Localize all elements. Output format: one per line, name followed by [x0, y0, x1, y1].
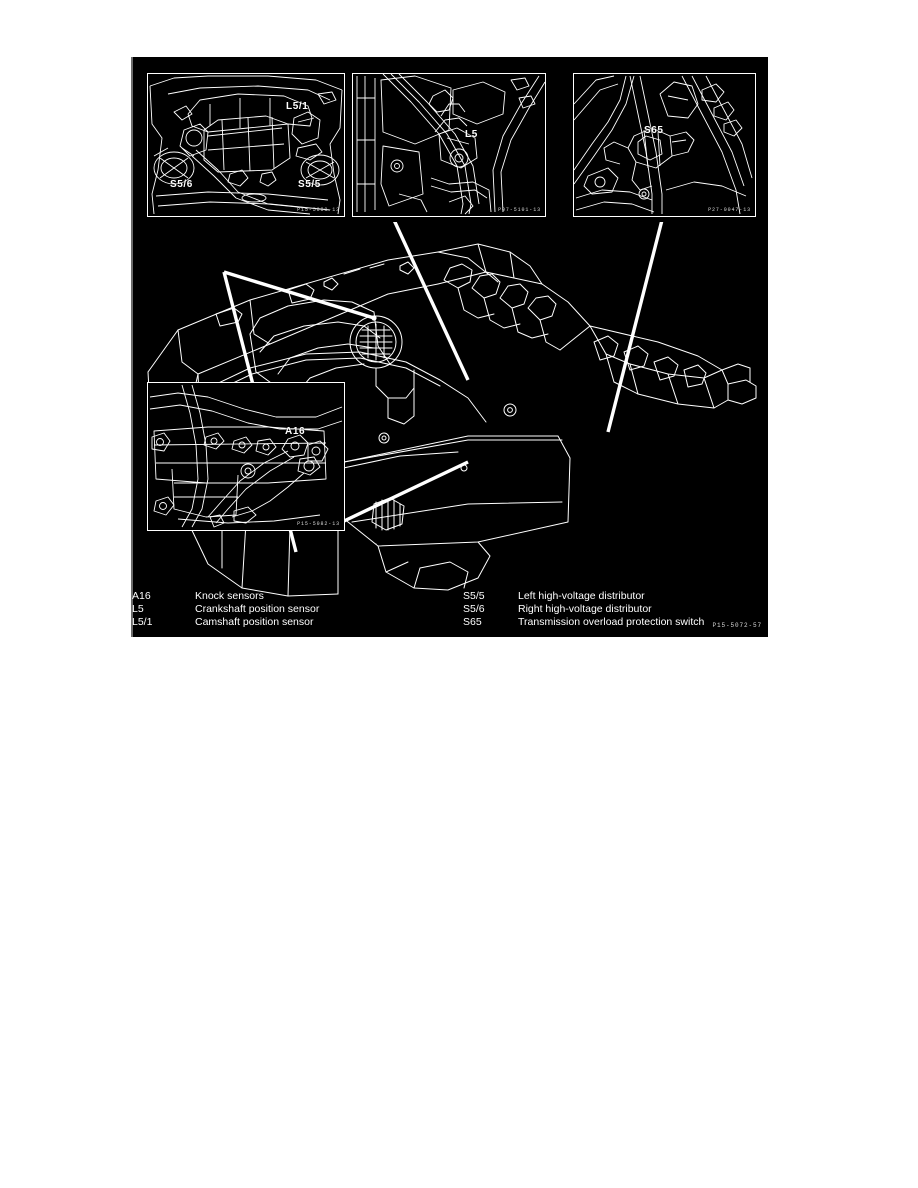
legend-description: Camshaft position sensor [195, 616, 314, 628]
inset-callout-label: L5/1 [286, 101, 309, 112]
transmission-overload-switch-illustration [574, 75, 753, 215]
inset-panel-bottom-left: A16 P15-5082-13 [147, 382, 345, 531]
legend-code: S65 [463, 616, 482, 628]
legend-row: A16 Knock sensors S5/5 Left high-voltage… [132, 589, 768, 603]
inset-callout-label: S5/6 [170, 179, 193, 190]
legend-description: Knock sensors [195, 590, 264, 602]
inset-callout-label: A16 [285, 426, 306, 437]
inset-callout-label: S5/5 [298, 179, 321, 190]
crankshaft-position-sensor-illustration [356, 74, 545, 215]
inset-callout-label: S65 [644, 125, 664, 136]
legend-code: L5/1 [132, 616, 153, 628]
legend-code: A16 [132, 590, 151, 602]
legend-description: Left high-voltage distributor [518, 590, 645, 602]
figure-left-rule [131, 57, 133, 637]
legend-description: Transmission overload protection switch [518, 616, 705, 628]
component-legend: A16 Knock sensors S5/5 Left high-voltage… [132, 589, 768, 637]
legend-code: S5/6 [463, 603, 485, 615]
figure-illustration-block: L5/1 S5/6 S5/5 P15-5088-13 [133, 57, 768, 637]
inset-reference-code: P15-5088-13 [297, 207, 340, 213]
legend-row: L5/1 Camshaft position sensor S65 Transm… [132, 615, 768, 629]
inset-reference-code: P15-5082-13 [297, 521, 340, 527]
legend-code: S5/5 [463, 590, 485, 602]
legend-description: Crankshaft position sensor [195, 603, 320, 615]
inset-reference-code: P27-0047-13 [708, 207, 751, 213]
knock-sensor-illustration [149, 384, 343, 528]
legend-row: L5 Crankshaft position sensor S5/6 Right… [132, 602, 768, 616]
legend-code: L5 [132, 603, 144, 615]
legend-description: Right high-voltage distributor [518, 603, 652, 615]
engine-bay-overview-illustration [149, 75, 343, 215]
inset-panel-top-right: S65 P27-0047-13 [573, 73, 756, 217]
inset-panel-top-middle: L5 P07-5101-13 [352, 73, 546, 217]
inset-panel-top-left: L5/1 S5/6 S5/5 P15-5088-13 [147, 73, 345, 217]
main-figure-reference-code: P15-5072-57 [712, 622, 762, 629]
inset-reference-code: P07-5101-13 [498, 207, 541, 213]
inset-callout-label: L5 [465, 129, 478, 140]
